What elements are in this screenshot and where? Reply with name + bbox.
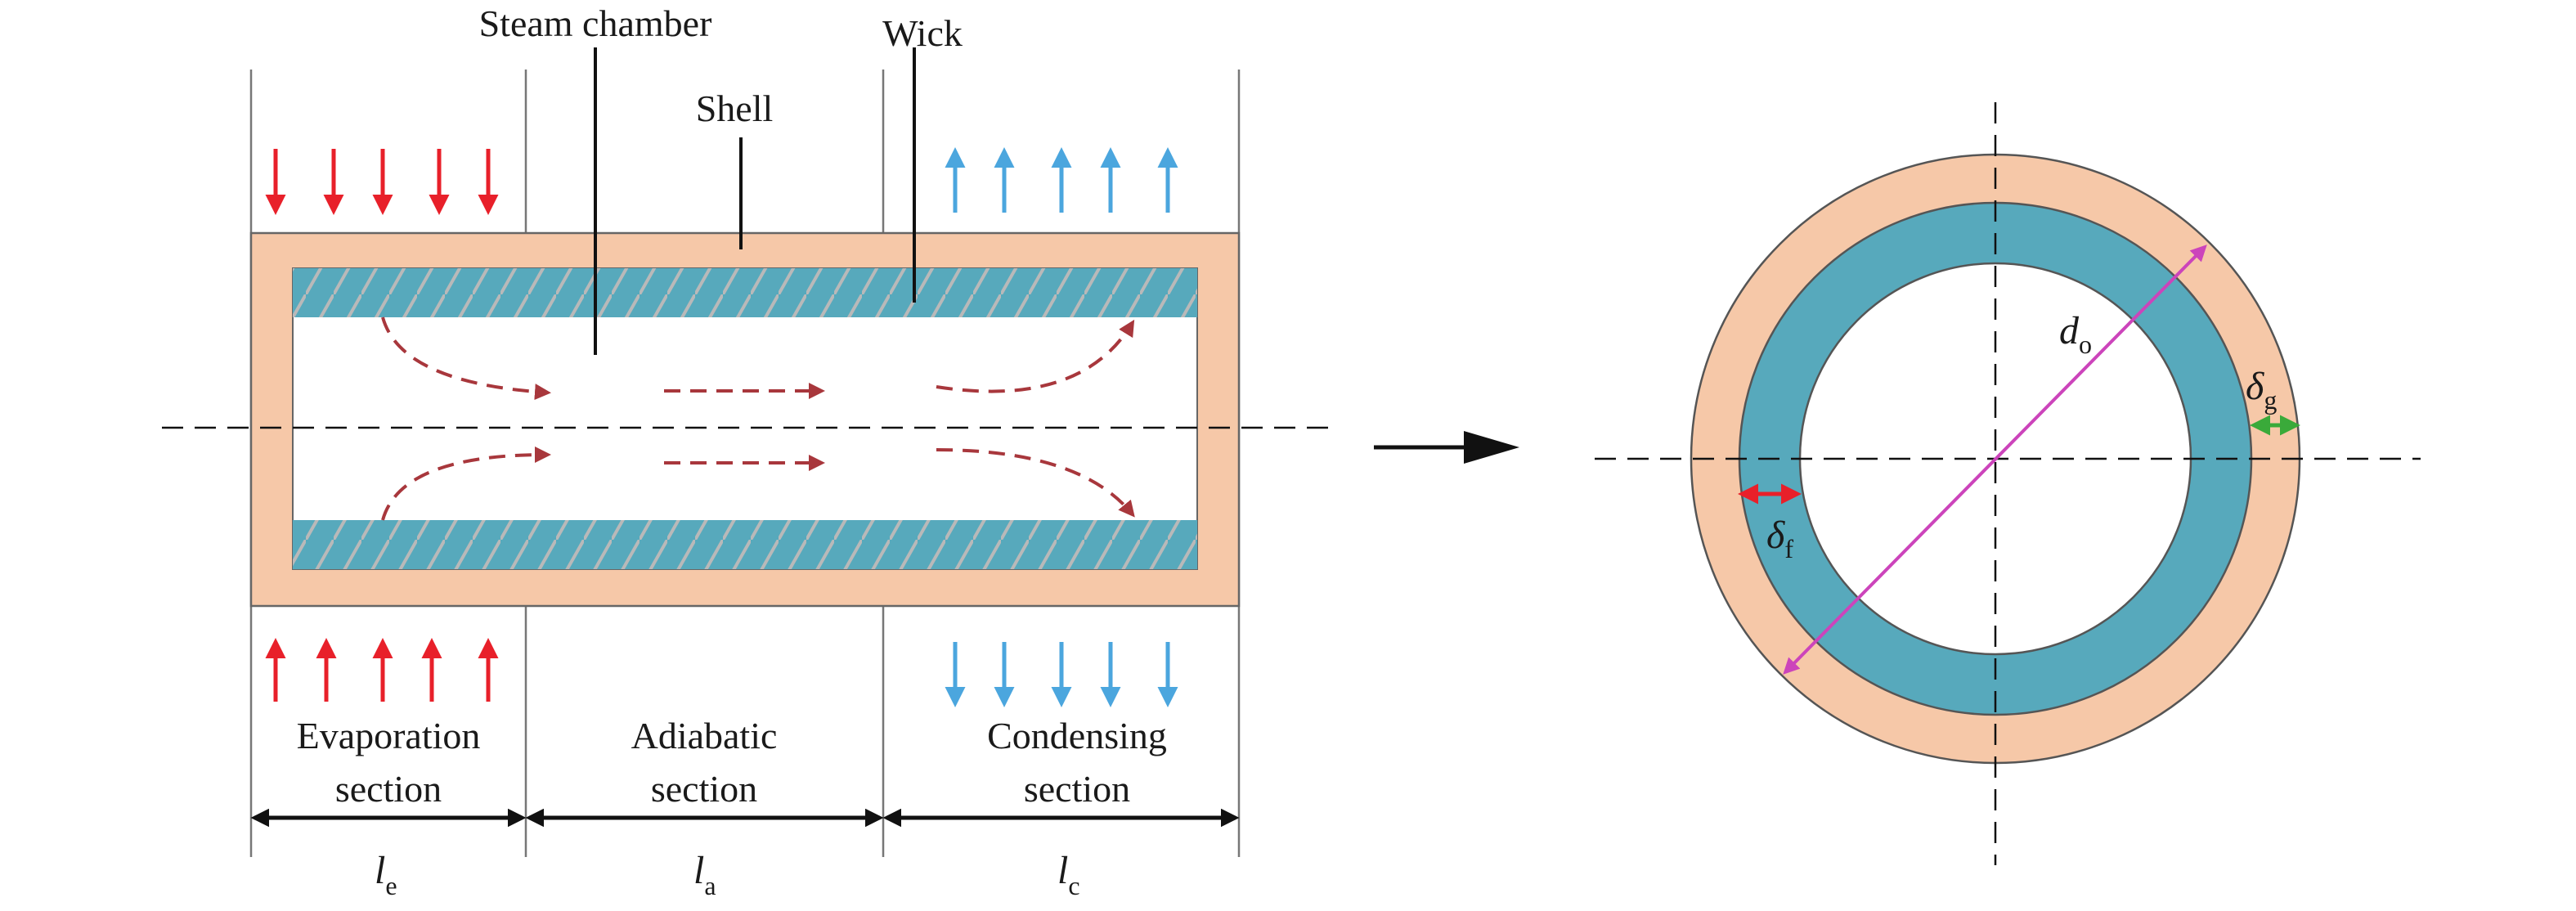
adiabatic-length-symbol: la [693, 849, 716, 900]
shell-thickness-symbol: δg [2246, 365, 2277, 415]
adiabatic-section-label: Adiabatic [631, 715, 778, 756]
vapor-flow-arrow [936, 448, 1135, 518]
adiabatic-section-label-2: section [651, 768, 757, 810]
shell-label: Shell [696, 88, 774, 129]
condensing-section-label: Condensing [987, 715, 1167, 756]
heat-output-arrows [945, 147, 1178, 707]
cross-section-view: do δg δf [1595, 102, 2421, 865]
evaporation-section-label-2: section [335, 768, 442, 810]
heat-input-arrows [265, 149, 499, 702]
evaporation-section-label: Evaporation [297, 715, 481, 756]
wick-label: Wick [882, 12, 963, 54]
wick-bottom-hatch [293, 520, 1197, 569]
vapor-flow-arrow [936, 319, 1135, 393]
evaporation-length-symbol: le [375, 849, 397, 900]
outer-diameter-symbol: do [2059, 309, 2092, 359]
condensing-length-symbol: lc [1057, 849, 1080, 900]
outer-diameter-arrow [1783, 245, 2207, 675]
leader-lines [594, 47, 916, 355]
inner-cavity [292, 267, 1198, 570]
transition-arrow [1374, 431, 1519, 464]
steam-chamber-label: Steam chamber [479, 2, 712, 44]
wick-thickness-symbol: δf [1766, 514, 1793, 563]
condensing-section-label-2: section [1024, 768, 1130, 810]
vapor-flow-arrows [381, 316, 1135, 521]
longitudinal-view: Steam chamber Shell Wick Evaporation sec… [162, 2, 1333, 900]
wick-top-hatch [293, 268, 1197, 317]
